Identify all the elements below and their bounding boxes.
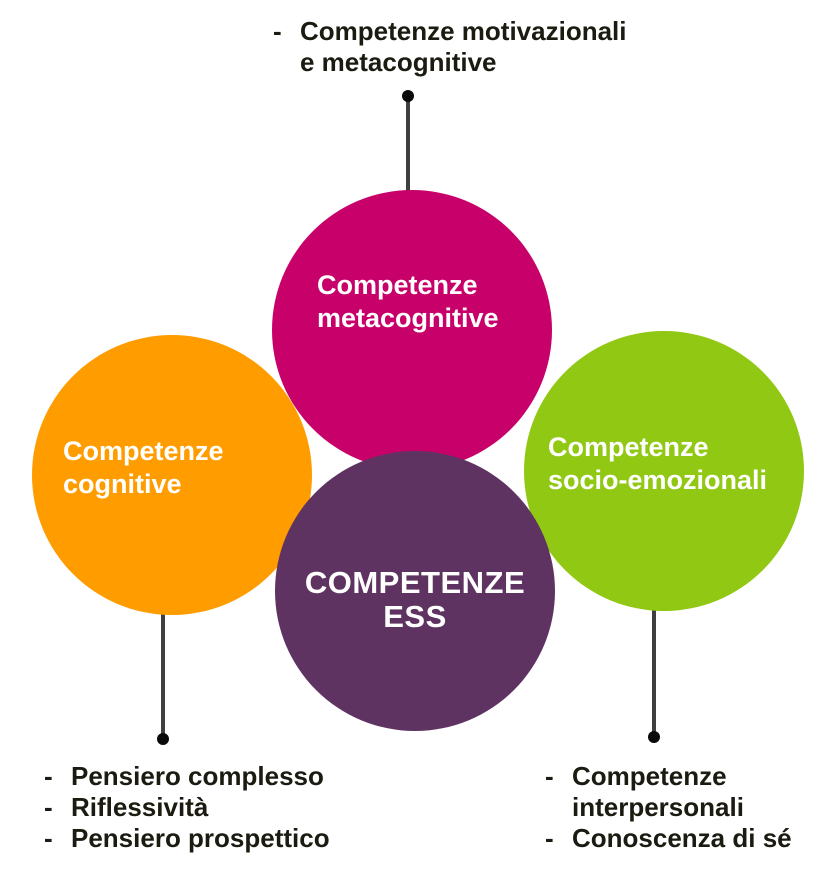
circle-competenze-ess-label: COMPETENZE ESS [304, 565, 526, 634]
callout-bottom-left-text-3: Pensiero prospettico [71, 823, 330, 853]
callout-bottom-left-text-2: Riflessività [71, 792, 209, 822]
connector-dot-bottom-left [157, 733, 169, 745]
circle-competenze-cognitive: Competenze cognitive [32, 335, 312, 615]
connector-dot-top [402, 90, 414, 102]
bullet-dash: - [545, 761, 554, 791]
connector-line-bottom-left [161, 611, 165, 740]
connector-dot-bottom-right [648, 731, 660, 743]
callout-bottom-right-text-1: Competenze interpersonali [572, 761, 744, 822]
callout-bottom-right: - Competenze interpersonali - Conoscenza… [545, 761, 821, 854]
callout-bottom-right-item: - Competenze interpersonali [545, 761, 821, 823]
circle-competenze-socio-emozionali-label: Competenze socio-emozionali [548, 432, 768, 495]
callout-bottom-left-text-1: Pensiero complesso [71, 761, 324, 791]
connector-line-top [406, 96, 410, 193]
circle-competenze-ess: COMPETENZE ESS [275, 451, 555, 731]
callout-bottom-right-text-2: Conoscenza di sé [572, 823, 792, 853]
bullet-dash: - [44, 823, 53, 853]
bullet-dash: - [44, 792, 53, 822]
callout-bottom-left: - Pensiero complesso - Riflessività - Pe… [44, 761, 330, 854]
callout-top-item: - Competenze motivazionali e metacogniti… [273, 16, 645, 78]
callout-bottom-right-item: - Conoscenza di sé [545, 823, 821, 854]
callout-bottom-left-item: - Pensiero complesso [44, 761, 330, 792]
circle-competenze-metacognitive-label: Competenze metacognitive [317, 270, 499, 333]
callout-top-text: Competenze motivazionali e metacognitive [300, 16, 627, 77]
circle-competenze-cognitive-label: Competenze cognitive [63, 436, 224, 499]
bullet-dash: - [545, 823, 554, 853]
circle-competenze-metacognitive: Competenze metacognitive [272, 190, 552, 470]
bullet-dash: - [273, 16, 282, 46]
connector-line-bottom-right [652, 609, 656, 738]
callout-bottom-left-item: - Pensiero prospettico [44, 823, 330, 854]
callout-top: - Competenze motivazionali e metacogniti… [273, 16, 645, 78]
callout-bottom-left-item: - Riflessività [44, 792, 330, 823]
bullet-dash: - [44, 761, 53, 791]
circle-competenze-socio-emozionali: Competenze socio-emozionali [524, 331, 804, 611]
